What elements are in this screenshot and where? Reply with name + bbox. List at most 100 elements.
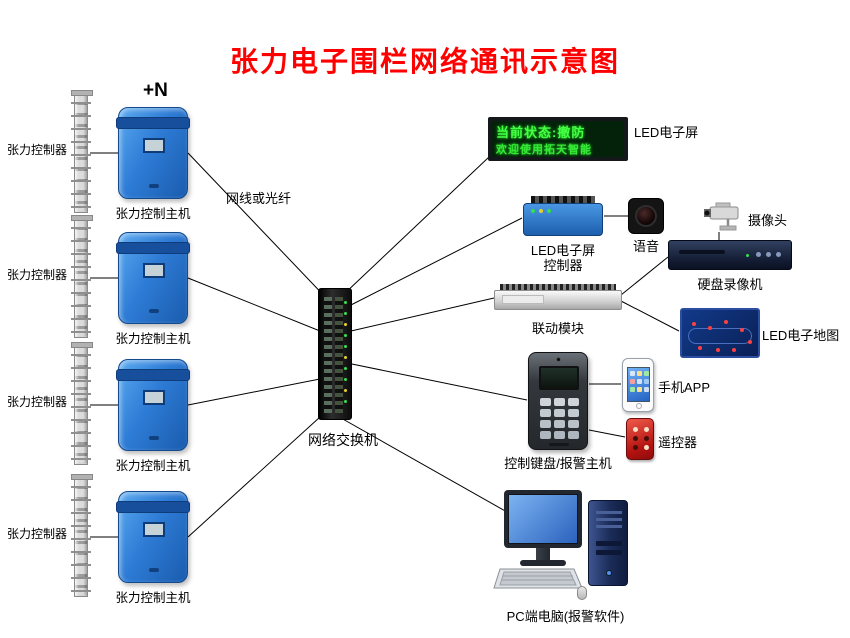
host-slot bbox=[149, 568, 159, 572]
network-switch bbox=[318, 288, 352, 420]
keypad-alarm-host bbox=[528, 352, 588, 450]
tension-controller-label: 张力控制器 bbox=[6, 395, 67, 409]
host-top-cap bbox=[116, 117, 190, 129]
tension-host-label: 张力控制主机 bbox=[115, 207, 191, 221]
post-crossbars bbox=[71, 227, 91, 333]
led-screen-label: LED电子屏 bbox=[634, 125, 699, 140]
dvr-buttons bbox=[776, 252, 781, 257]
monitor-stand bbox=[536, 548, 550, 561]
pc-label: PC端电脑(报警软件) bbox=[506, 609, 625, 624]
wire bbox=[342, 156, 490, 296]
tension-host-label: 张力控制主机 bbox=[115, 591, 191, 605]
switch-led-lights bbox=[344, 301, 347, 304]
page-title: 张力电子围栏网络通讯示意图 bbox=[229, 46, 620, 77]
host-display bbox=[143, 522, 165, 537]
tension-host-label: 张力控制主机 bbox=[115, 459, 191, 473]
host-display bbox=[143, 263, 165, 278]
wire bbox=[620, 300, 680, 332]
tension-host bbox=[116, 232, 190, 324]
wire bbox=[187, 406, 332, 538]
map-led-dots bbox=[692, 322, 696, 326]
host-display bbox=[143, 138, 165, 153]
dvr bbox=[668, 240, 792, 270]
controller-pins bbox=[531, 196, 595, 204]
linkage-terminals bbox=[500, 284, 616, 291]
led-controller-label-line2: 控制器 bbox=[543, 258, 583, 273]
wire bbox=[350, 297, 495, 332]
tension-host bbox=[116, 491, 190, 583]
cable-annotation: 网线或光纤 bbox=[226, 191, 292, 206]
linkage-module bbox=[494, 284, 622, 314]
map-outline bbox=[688, 328, 752, 344]
led-controller-label-line1: LED电子屏 bbox=[530, 243, 596, 258]
host-slot bbox=[149, 309, 159, 313]
wire bbox=[187, 277, 326, 334]
speaker-cone bbox=[635, 205, 657, 227]
monitor-base bbox=[520, 560, 566, 566]
wire bbox=[620, 256, 669, 296]
led-screen-controller bbox=[523, 196, 603, 236]
dvr-led bbox=[746, 254, 749, 257]
switch-ports bbox=[324, 297, 332, 413]
controller-body bbox=[523, 203, 603, 236]
phone-home-button bbox=[636, 403, 642, 409]
keypad-host-label: 控制键盘/报警主机 bbox=[504, 456, 612, 471]
wire bbox=[187, 152, 332, 304]
pc-tower bbox=[588, 500, 628, 586]
mobile-app-phone bbox=[622, 358, 654, 412]
switch-ports bbox=[335, 297, 343, 413]
wire bbox=[187, 377, 326, 406]
led-map bbox=[680, 308, 760, 358]
tower-drive-bays bbox=[596, 541, 622, 546]
tension-host bbox=[116, 107, 190, 199]
led-screen: 当前状态:撤防 欢迎使用拓天智能 bbox=[488, 117, 628, 161]
linkage-tag bbox=[502, 295, 544, 304]
remote-label: 遥控器 bbox=[658, 435, 698, 450]
tower-vents bbox=[596, 511, 622, 514]
wire bbox=[588, 429, 626, 438]
camera-label: 摄像头 bbox=[748, 213, 788, 228]
led-map-label: LED电子地图 bbox=[762, 328, 840, 343]
keyboard-icon bbox=[493, 568, 583, 589]
keypad-camera-dot bbox=[556, 357, 561, 362]
camera bbox=[698, 198, 746, 239]
tension-host bbox=[116, 359, 190, 451]
fence-group-3: 张力控制器 张力控制主机 bbox=[4, 342, 204, 477]
tension-controller-post bbox=[71, 342, 93, 465]
fence-group-4: 张力控制器 张力控制主机 bbox=[4, 474, 204, 609]
pc-monitor bbox=[504, 490, 582, 548]
pc-keyboard bbox=[492, 568, 584, 595]
keypad-display bbox=[539, 366, 579, 390]
wire bbox=[346, 362, 528, 401]
voice-label: 语音 bbox=[632, 239, 659, 254]
tension-controller-post bbox=[71, 474, 93, 597]
pc-monitor-screen bbox=[508, 494, 578, 544]
tension-controller-label: 张力控制器 bbox=[6, 143, 67, 157]
mobile-app-label: 手机APP bbox=[658, 380, 711, 395]
host-top-cap bbox=[116, 242, 190, 254]
tension-controller-label: 张力控制器 bbox=[6, 268, 67, 282]
tension-controller-post bbox=[71, 215, 93, 338]
tension-controller-post bbox=[71, 90, 93, 213]
keypad-base bbox=[549, 443, 569, 446]
tower-power-button bbox=[606, 570, 612, 576]
network-switch-label: 网络交换机 bbox=[308, 432, 378, 448]
plus-n-annotation: +N bbox=[143, 80, 168, 101]
post-crossbars bbox=[71, 102, 91, 208]
host-top-cap bbox=[116, 369, 190, 381]
dvr-label: 硬盘录像机 bbox=[697, 277, 763, 292]
voice-speaker bbox=[628, 198, 664, 234]
controller-leds bbox=[531, 209, 535, 213]
tension-controller-label: 张力控制器 bbox=[6, 527, 67, 541]
camera-icon bbox=[704, 202, 739, 231]
led-screen-text-line1: 当前状态:撤防 bbox=[496, 124, 586, 140]
tension-host-label: 张力控制主机 bbox=[115, 332, 191, 346]
post-crossbars bbox=[71, 486, 91, 592]
pc-mouse bbox=[577, 586, 587, 600]
led-screen-text-line2: 欢迎使用拓天智能 bbox=[496, 143, 592, 156]
linkage-module-label: 联动模块 bbox=[531, 321, 584, 336]
remote-control bbox=[626, 418, 654, 460]
fence-group-1: 张力控制器 张力控制主机 bbox=[4, 90, 204, 225]
host-slot bbox=[149, 184, 159, 188]
